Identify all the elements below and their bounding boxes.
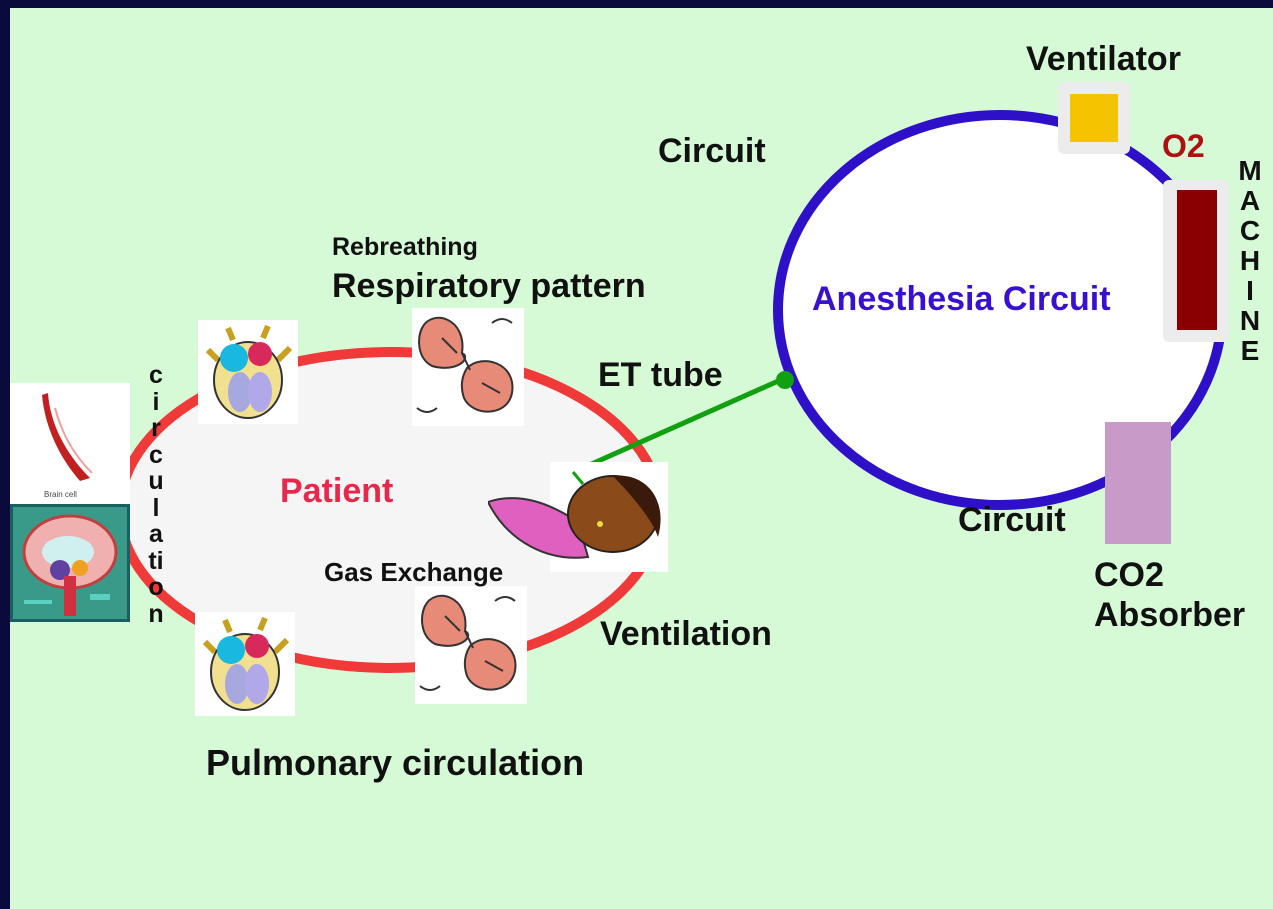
machine-box <box>1163 180 1229 342</box>
patient-label: Patient <box>280 474 393 508</box>
o2-label: O2 <box>1162 130 1205 162</box>
brain-icon <box>10 504 130 622</box>
circulation-letters: circulation <box>148 362 164 627</box>
absorber-label: Absorber <box>1094 598 1245 632</box>
machine-letters: MACHINE <box>1238 156 1262 366</box>
circuit-bottom-label: Circuit <box>958 503 1066 537</box>
ventilator-fill <box>1070 94 1118 142</box>
patient-head-icon <box>488 462 668 572</box>
pulmonary-circulation-label: Pulmonary circulation <box>206 745 584 781</box>
circulation-label: circulation <box>148 362 170 627</box>
machine-bar <box>1177 190 1217 330</box>
ventilation-label: Ventilation <box>600 617 772 651</box>
et-tube-label: ET tube <box>598 358 723 392</box>
heart-icon <box>195 612 295 716</box>
heart-icon <box>198 320 298 424</box>
ventilator-label: Ventilator <box>1026 42 1181 76</box>
muscle-icon: Brain cell <box>10 383 130 505</box>
co2-label: CO2 <box>1094 558 1164 592</box>
ventilator-box <box>1058 82 1130 154</box>
circuit-top-label: Circuit <box>658 134 766 168</box>
respiratory-pattern-label: Respiratory pattern <box>332 269 646 303</box>
co2-absorber-box <box>1105 422 1171 544</box>
gas-exchange-label: Gas Exchange <box>324 559 503 585</box>
machine-label: MACHINE <box>1238 156 1268 366</box>
brain-caption: Brain cell <box>44 490 77 499</box>
lungs-icon <box>412 308 524 426</box>
anesthesia-circuit-label: Anesthesia Circuit <box>812 282 1111 316</box>
et-tube-connector <box>776 371 794 389</box>
rebreathing-label: Rebreathing <box>332 235 478 260</box>
lungs-icon <box>415 586 527 704</box>
